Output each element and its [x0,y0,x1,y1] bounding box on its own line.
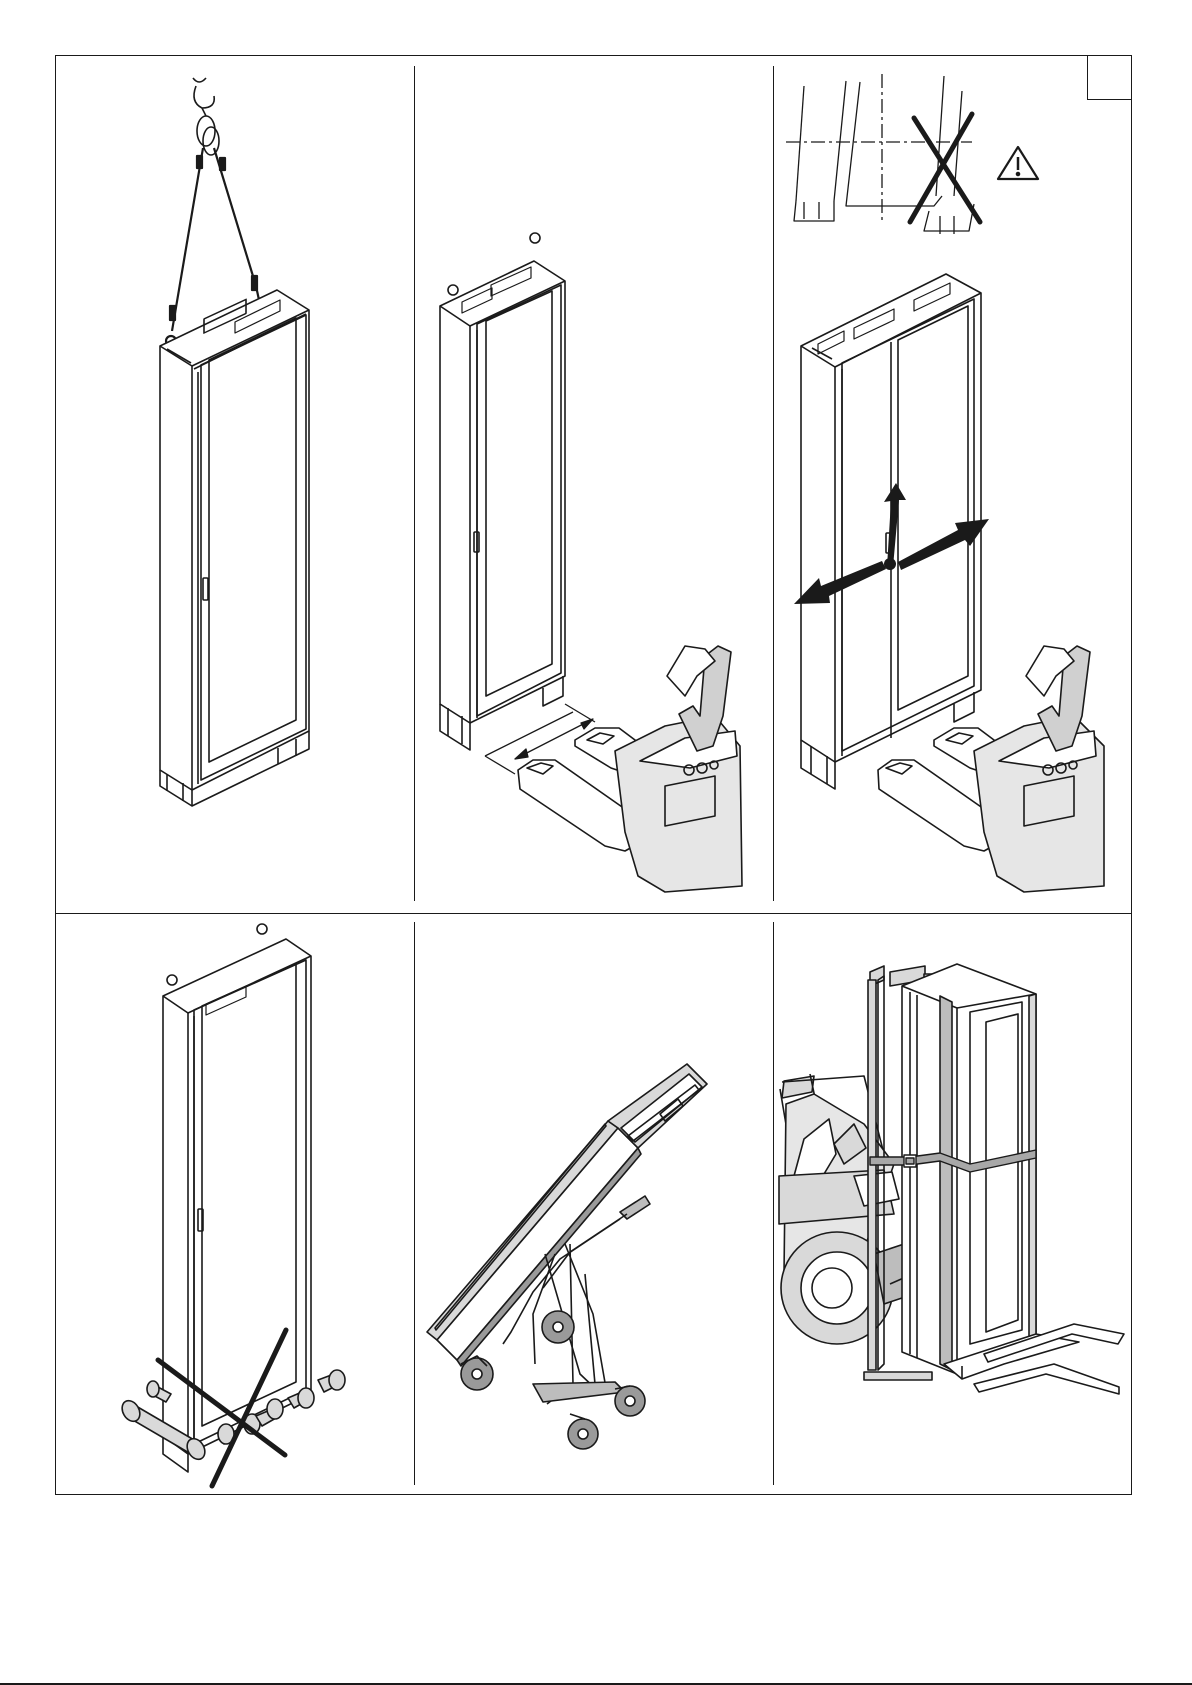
panel-forklift-strap [774,914,1131,1494]
crane-hook-icon [193,78,219,155]
hand-trolley-illustration [415,914,772,1494]
cabinet-icon [163,924,311,1472]
cabinet-icon [160,290,309,806]
panel-no-rollers [56,914,413,1494]
cross-prohibited-icon [910,114,980,222]
forklift-strap-illustration [774,914,1131,1494]
no-rollers-illustration [56,914,413,1494]
panel-pallet-truck-width [415,56,772,912]
center-of-gravity-icon [786,74,974,234]
panel-pallet-truck-center-of-gravity [774,56,1131,912]
panel-crane-lift [56,56,413,912]
pallet-truck-width-illustration [415,56,772,912]
center-of-gravity-illustration [774,56,1131,912]
crane-lift-illustration [56,56,413,912]
warning-triangle-icon [998,147,1038,179]
panel-hand-trolley [415,914,772,1494]
cabinet-icon [440,233,565,750]
